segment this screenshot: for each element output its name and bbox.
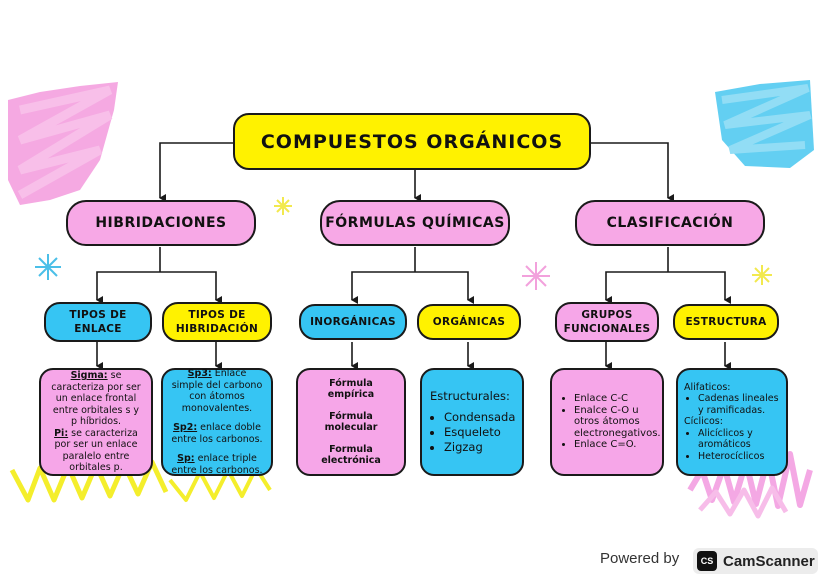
node-grupos-funcionales: GRUPOS FUNCIONALES xyxy=(555,302,659,342)
leaf-group-heading: Cíclicos: xyxy=(684,416,723,428)
sparkle-icon xyxy=(274,197,292,215)
leaf-item: Alicíclicos y aromáticos xyxy=(698,428,780,451)
leaf-item: Enalce C-O u otros átomos electronegativ… xyxy=(574,405,661,440)
leaf-item: Fórmula empírica xyxy=(327,377,375,401)
node-label: HIBRIDACIONES xyxy=(95,215,227,231)
leaf-item: Fórmula molecular xyxy=(324,410,378,434)
camscanner-badge: CS CamScanner xyxy=(693,548,818,574)
node-tipos-de-enlace: TIPOS DE ENLACE xyxy=(44,302,152,342)
node-formulas-quimicas: FÓRMULAS QUÍMICAS xyxy=(320,200,510,246)
node-label: GRUPOS FUNCIONALES xyxy=(563,309,651,335)
leaf-heading: Estructurales: xyxy=(430,389,510,403)
term-pi: Pi: xyxy=(54,427,69,439)
leaf-text: enlace triple entre los carbonos. xyxy=(171,453,263,476)
leaf-text: Enlace simple del carbono con átomos mon… xyxy=(171,368,263,414)
node-label: TIPOS DE ENLACE xyxy=(69,309,127,335)
leaf-grupos-funcionales: Enlace C-C Enalce C-O u otros átomos ele… xyxy=(550,368,664,476)
cyan-brush-stroke xyxy=(715,80,814,168)
term-sp3: Sp3: xyxy=(187,368,212,379)
term-sigma: Sigma: xyxy=(70,370,108,382)
node-label: INORGÁNICAS xyxy=(310,316,396,328)
sparkle-icon xyxy=(35,254,61,280)
camscanner-brand: CamScanner xyxy=(723,552,815,570)
leaf-item: Condensada xyxy=(444,410,515,425)
leaf-item: Esqueleto xyxy=(444,425,515,440)
pink-zigzag xyxy=(687,451,813,519)
leaf-organicas: Estructurales: Condensada Esqueleto Zigz… xyxy=(420,368,524,476)
node-label: FÓRMULAS QUÍMICAS xyxy=(325,215,505,231)
camscanner-logo-icon: CS xyxy=(697,551,717,571)
node-clasificacion: CLASIFICACIÓN xyxy=(575,200,765,246)
leaf-item: Formula electrónica xyxy=(321,443,381,467)
title-text: COMPUESTOS ORGÁNICOS xyxy=(260,130,564,153)
leaf-group-heading: Alifaticos: xyxy=(684,381,731,393)
node-label: ORGÁNICAS xyxy=(432,316,506,328)
node-tipos-de-hibridacion: TIPOS DE HIBRIDACIÓN xyxy=(162,302,272,342)
node-hibridaciones: HIBRIDACIONES xyxy=(66,200,256,246)
node-label: ESTRUCTURA xyxy=(685,316,767,328)
leaf-text: se caracteriza por ser un enlace frontal… xyxy=(51,370,141,428)
leaf-item: Heterocíclicos xyxy=(698,451,780,463)
leaf-tipos-de-enlace: Sigma: se caracteriza por ser un enlace … xyxy=(39,368,153,476)
node-organicas: ORGÁNICAS xyxy=(417,304,521,340)
term-sp: Sp: xyxy=(177,453,195,464)
node-label: TIPOS DE HIBRIDACIÓN xyxy=(175,309,259,335)
title-node: COMPUESTOS ORGÁNICOS xyxy=(233,113,591,170)
leaf-tipos-de-hibridacion: Sp3: Enlace simple del carbono con átomo… xyxy=(161,368,273,476)
node-inorganicas: INORGÁNICAS xyxy=(299,304,407,340)
leaf-item: Enlace C-C xyxy=(574,393,661,405)
leaf-item: Cadenas lineales y ramificadas. xyxy=(698,393,780,416)
node-estructura: ESTRUCTURA xyxy=(673,304,779,340)
leaf-inorganicas: Fórmula empírica Fórmula molecular Formu… xyxy=(296,368,406,476)
leaf-item: Enlace C=O. xyxy=(574,439,661,451)
leaf-text: enlace doble entre los carbonos. xyxy=(171,422,263,445)
leaf-text: se caracteriza por ser un enlace paralel… xyxy=(54,427,138,474)
powered-by-text: Powered by xyxy=(600,550,679,567)
node-label: CLASIFICACIÓN xyxy=(606,215,734,231)
leaf-estructura: Alifaticos: Cadenas lineales y ramificad… xyxy=(676,368,788,476)
powered-by-label: Powered by xyxy=(600,550,680,567)
leaf-item: Zigzag xyxy=(444,440,515,455)
sparkle-icon xyxy=(522,262,550,290)
term-sp2: Sp2: xyxy=(173,422,198,433)
sparkle-icon xyxy=(752,265,772,285)
pink-brush-stroke xyxy=(8,82,118,205)
